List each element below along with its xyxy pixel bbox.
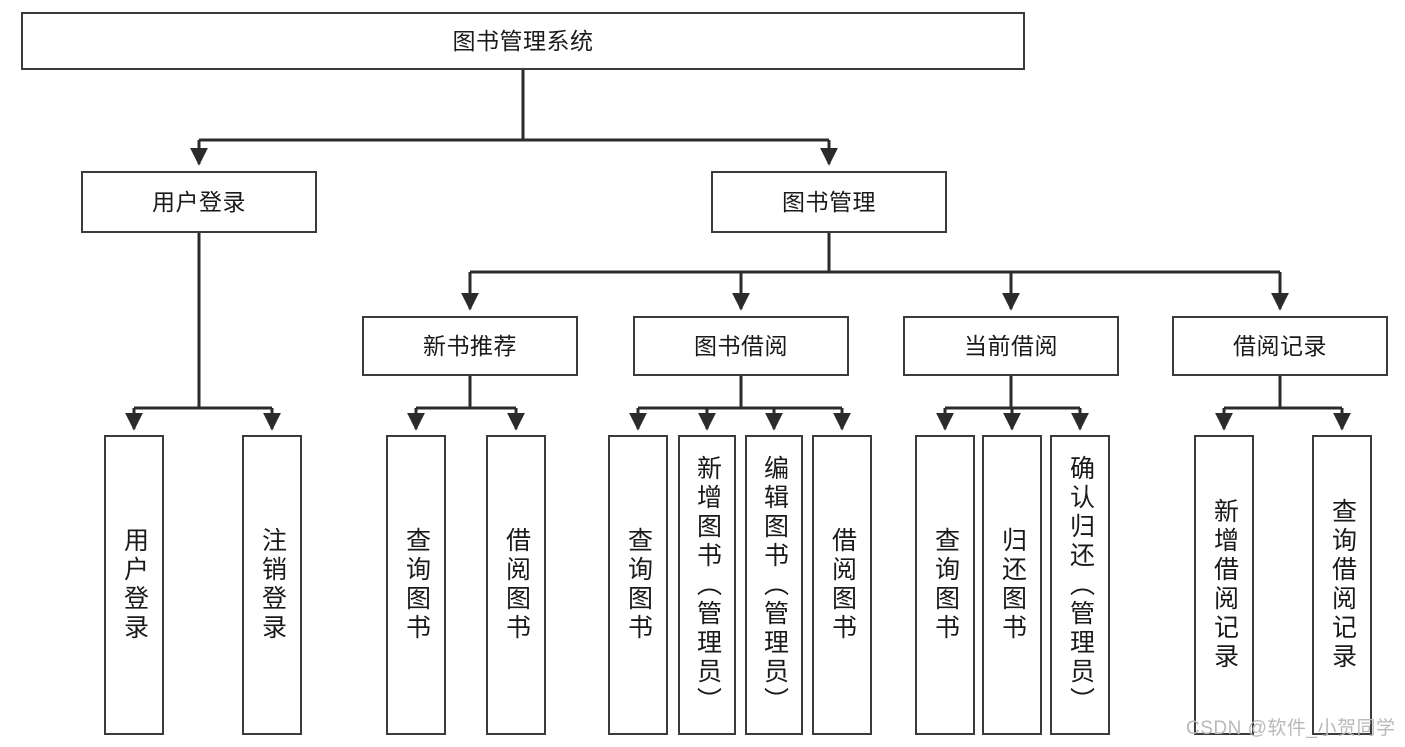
node-leaf-current-query-book-label: 查询图书 xyxy=(931,527,960,643)
node-leaf-user-logout-label: 注销登录 xyxy=(258,527,287,643)
node-leaf-borrow-add-book-label: 新增图书（管理员） xyxy=(693,454,722,716)
node-leaf-record-query-label: 查询借阅记录 xyxy=(1328,498,1357,672)
node-leaf-record-add-label: 新增借阅记录 xyxy=(1210,498,1239,672)
node-leaf-record-add[interactable]: 新增借阅记录 xyxy=(1194,435,1254,735)
node-book-borrow[interactable]: 图书借阅 xyxy=(633,316,849,376)
node-borrow-record[interactable]: 借阅记录 xyxy=(1172,316,1388,376)
node-leaf-borrow-add-book[interactable]: 新增图书（管理员） xyxy=(678,435,736,735)
node-leaf-borrow-edit-book[interactable]: 编辑图书（管理员） xyxy=(745,435,803,735)
node-leaf-recommend-borrow-book-label: 借阅图书 xyxy=(502,527,531,643)
csdn-watermark: CSDN @软件_小贺同学 xyxy=(1186,718,1396,739)
node-leaf-user-login[interactable]: 用户登录 xyxy=(104,435,164,735)
node-leaf-current-confirm-return-label: 确认归还（管理员） xyxy=(1066,454,1095,716)
node-leaf-record-query[interactable]: 查询借阅记录 xyxy=(1312,435,1372,735)
node-root-label: 图书管理系统 xyxy=(452,27,594,54)
node-leaf-borrow-edit-book-label: 编辑图书（管理员） xyxy=(760,454,789,716)
node-new-book-recommend[interactable]: 新书推荐 xyxy=(362,316,578,376)
node-current-borrow[interactable]: 当前借阅 xyxy=(903,316,1119,376)
node-leaf-recommend-borrow-book[interactable]: 借阅图书 xyxy=(486,435,546,735)
node-leaf-borrow-borrow-book[interactable]: 借阅图书 xyxy=(812,435,872,735)
node-root[interactable]: 图书管理系统 xyxy=(21,12,1025,70)
node-leaf-user-login-label: 用户登录 xyxy=(120,527,149,643)
node-book-management[interactable]: 图书管理 xyxy=(711,171,947,233)
node-book-borrow-label: 图书借阅 xyxy=(694,332,788,359)
node-leaf-current-query-book[interactable]: 查询图书 xyxy=(915,435,975,735)
node-user-login[interactable]: 用户登录 xyxy=(81,171,317,233)
node-leaf-current-return-book[interactable]: 归还图书 xyxy=(982,435,1042,735)
node-leaf-current-return-book-label: 归还图书 xyxy=(998,527,1027,643)
node-user-login-label: 用户登录 xyxy=(152,188,246,215)
node-leaf-current-confirm-return[interactable]: 确认归还（管理员） xyxy=(1050,435,1110,735)
node-new-book-recommend-label: 新书推荐 xyxy=(423,332,517,359)
node-leaf-borrow-query-book[interactable]: 查询图书 xyxy=(608,435,668,735)
node-borrow-record-label: 借阅记录 xyxy=(1233,332,1327,359)
node-leaf-recommend-query-book-label: 查询图书 xyxy=(402,527,431,643)
node-leaf-borrow-borrow-book-label: 借阅图书 xyxy=(828,527,857,643)
node-leaf-user-logout[interactable]: 注销登录 xyxy=(242,435,302,735)
node-book-management-label: 图书管理 xyxy=(782,188,876,215)
node-current-borrow-label: 当前借阅 xyxy=(964,332,1058,359)
node-leaf-recommend-query-book[interactable]: 查询图书 xyxy=(386,435,446,735)
node-leaf-borrow-query-book-label: 查询图书 xyxy=(624,527,653,643)
